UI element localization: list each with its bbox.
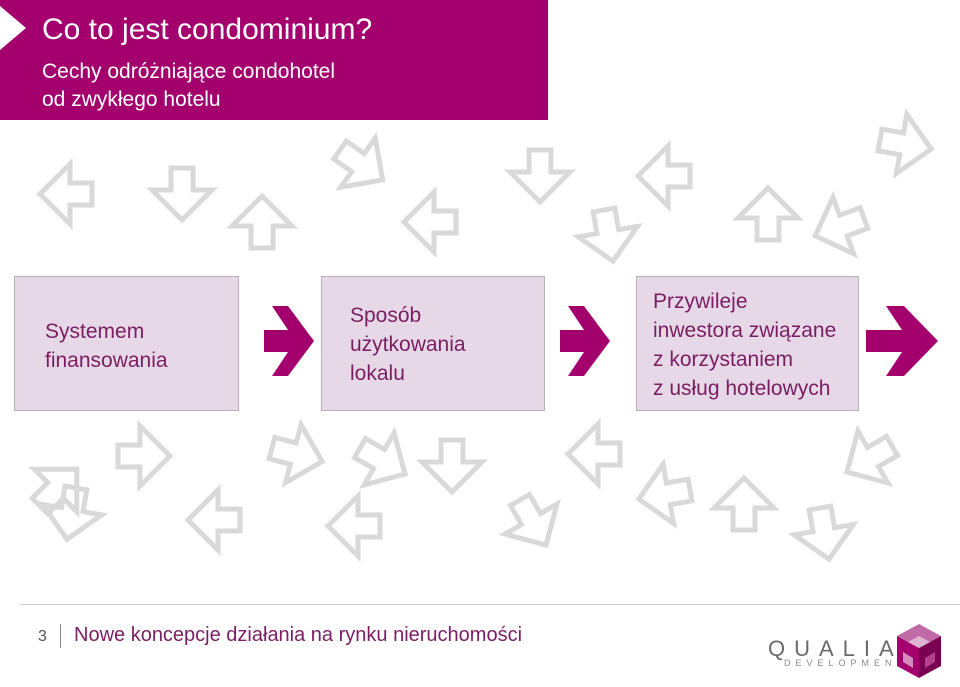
- step-box-text: z korzystaniem: [653, 348, 794, 371]
- slide-subtitle: Cechy odróżniające condohotel od zwykłeg…: [42, 58, 335, 114]
- outline-arrow-icon: [232, 196, 292, 248]
- slide-title: Co to jest condominium?: [42, 13, 373, 46]
- outline-arrow-icon: [714, 478, 774, 530]
- outline-arrow-icon: [37, 483, 105, 545]
- outline-arrow-icon: [634, 460, 696, 528]
- step-box-text: lokalu: [350, 362, 405, 385]
- step-box-usage: Sposób użytkowania lokalu: [321, 276, 545, 411]
- outline-arrow-icon: [638, 146, 690, 206]
- outline-arrow-icon: [188, 490, 240, 550]
- step-box-text: inwestora związane: [653, 319, 837, 342]
- outline-arrow-icon: [805, 190, 874, 264]
- footer-separator: [60, 624, 61, 648]
- banner-notch: [0, 6, 26, 50]
- flow-arrow-icon: [264, 306, 314, 376]
- subtitle-line: od zwykłego hotelu: [42, 88, 221, 111]
- flow-arrow-icon: [560, 306, 610, 376]
- logo-wordmark: QUALIA: [768, 636, 903, 661]
- step-box-text: finansowania: [45, 349, 168, 372]
- outline-arrow-icon: [152, 168, 212, 220]
- step-box-financing: Systemem finansowania: [14, 276, 239, 411]
- qualia-logo-icon: [897, 624, 941, 678]
- outline-arrow-icon: [510, 150, 570, 202]
- step-box-privileges: Przywileje inwestora związane z korzysta…: [636, 276, 859, 411]
- outline-arrow-icon: [738, 188, 798, 240]
- flow-arrow-icon: [866, 306, 938, 376]
- outline-arrow-icon: [422, 440, 482, 492]
- outline-arrow-icon: [323, 125, 400, 204]
- title-banner: Co to jest condominium? Cechy odróżniają…: [0, 0, 548, 120]
- outline-arrow-icon: [832, 420, 907, 498]
- step-box-text: Przywileje: [653, 290, 748, 313]
- outline-arrow-icon: [404, 192, 456, 252]
- outline-arrow-icon: [568, 424, 620, 484]
- step-box-text: Systemem: [45, 320, 145, 343]
- outline-arrow-icon: [264, 419, 330, 490]
- outline-arrow-icon: [494, 485, 572, 560]
- footer-divider: [20, 604, 960, 605]
- outline-arrow-icon: [118, 426, 170, 486]
- outline-arrow-icon: [345, 422, 420, 500]
- outline-arrow-icon: [40, 164, 92, 224]
- outline-arrow-icon: [875, 110, 937, 178]
- step-box-text: z usług hotelowych: [653, 377, 831, 400]
- step-box-text: użytkowania: [350, 333, 466, 356]
- subtitle-line: Cechy odróżniające condohotel: [42, 60, 336, 83]
- outline-arrow-icon: [574, 205, 642, 267]
- outline-arrow-icon: [328, 496, 380, 556]
- logo-subtitle: DEVELOPMENT: [784, 658, 908, 668]
- footer-text: Nowe koncepcje działania na rynku nieruc…: [74, 624, 523, 646]
- outline-arrow-icon: [790, 503, 858, 565]
- page-number: 3: [38, 628, 47, 645]
- step-box-text: Sposób: [350, 304, 422, 327]
